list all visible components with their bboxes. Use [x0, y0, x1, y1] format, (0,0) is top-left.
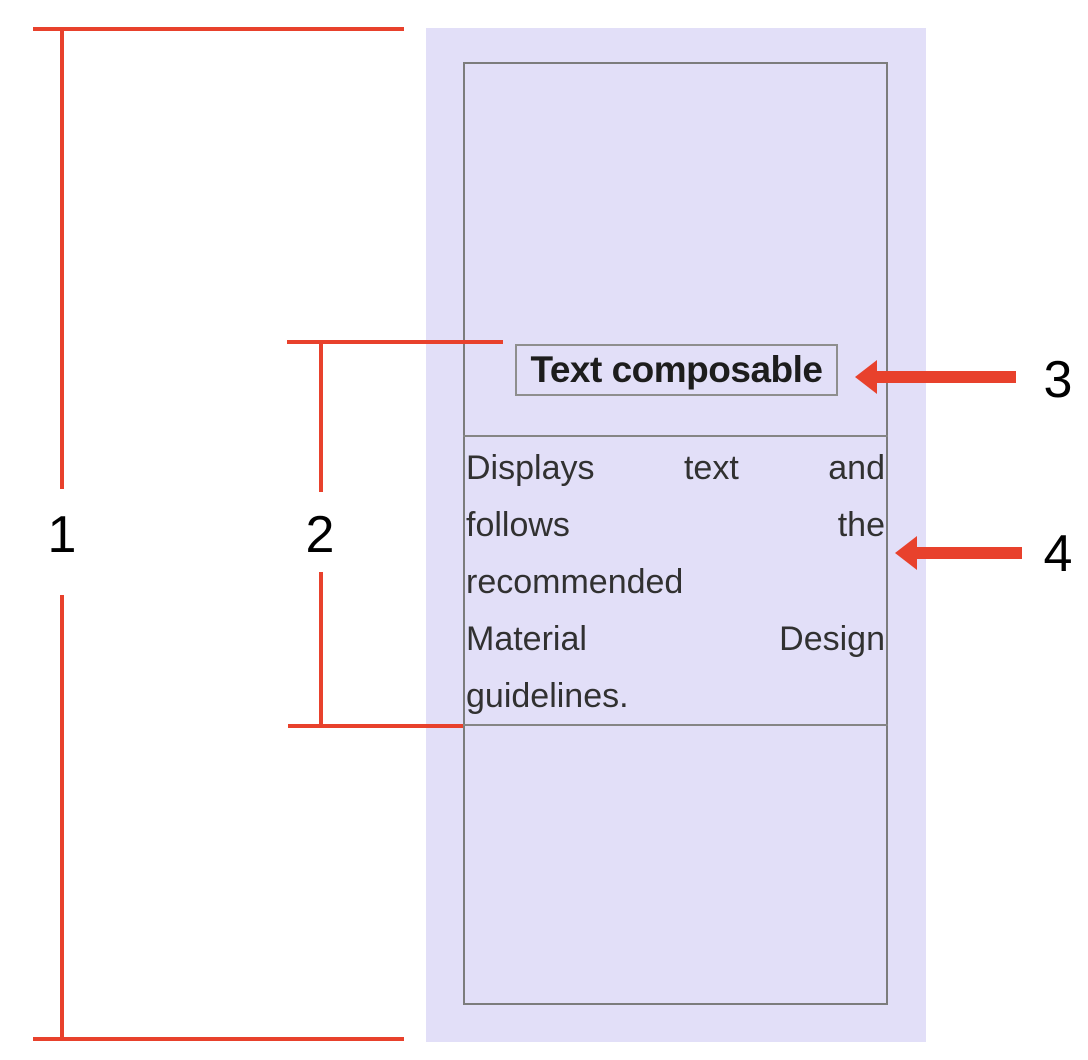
body-word: guidelines. [466, 677, 629, 715]
text-composable-title: Text composable [530, 349, 823, 390]
dimension-1-vertical-lower [60, 595, 64, 1041]
dimension-2-bottom-tick [288, 724, 463, 728]
body-text-block: Displays text and follows the recommende… [466, 440, 885, 724]
body-word: recommended [466, 563, 684, 601]
arrow-4-shaft [915, 547, 1022, 559]
body-word: and [828, 449, 885, 487]
annotation-label-3: 3 [1043, 351, 1073, 409]
body-word: Material [466, 620, 587, 658]
section-divider-top [463, 435, 888, 437]
body-word: text [683, 449, 739, 487]
body-text-line: recommended [466, 554, 885, 611]
annotation-label-1: 1 [47, 506, 77, 564]
annotation-label-4: 4 [1043, 525, 1073, 583]
body-text-line: follows the [466, 497, 885, 554]
body-text-line: guidelines. [466, 668, 885, 725]
body-word: follows [466, 506, 570, 544]
screen-panel [426, 28, 926, 1042]
body-word: Design [779, 620, 885, 658]
text-composable-title-box: Text composable [515, 344, 838, 396]
dimension-1-vertical-upper [60, 27, 64, 489]
annotation-label-2: 2 [305, 506, 335, 564]
left-arrow-icon [855, 360, 877, 394]
dimension-2-vertical-lower [319, 572, 323, 728]
left-arrow-icon [895, 536, 917, 570]
dimension-2-top-tick [287, 340, 503, 344]
body-text-line: Material Design [466, 611, 885, 668]
body-word: the [837, 506, 885, 544]
arrow-3-shaft [875, 371, 1016, 383]
composable-outer-box [463, 62, 888, 1005]
body-text-line: Displays text and [466, 440, 885, 497]
body-word: Displays [466, 449, 595, 487]
dimension-1-top-tick [33, 27, 404, 31]
dimension-2-vertical-upper [319, 340, 323, 492]
section-divider-bottom [463, 724, 888, 726]
dimension-1-bottom-tick [33, 1037, 404, 1041]
